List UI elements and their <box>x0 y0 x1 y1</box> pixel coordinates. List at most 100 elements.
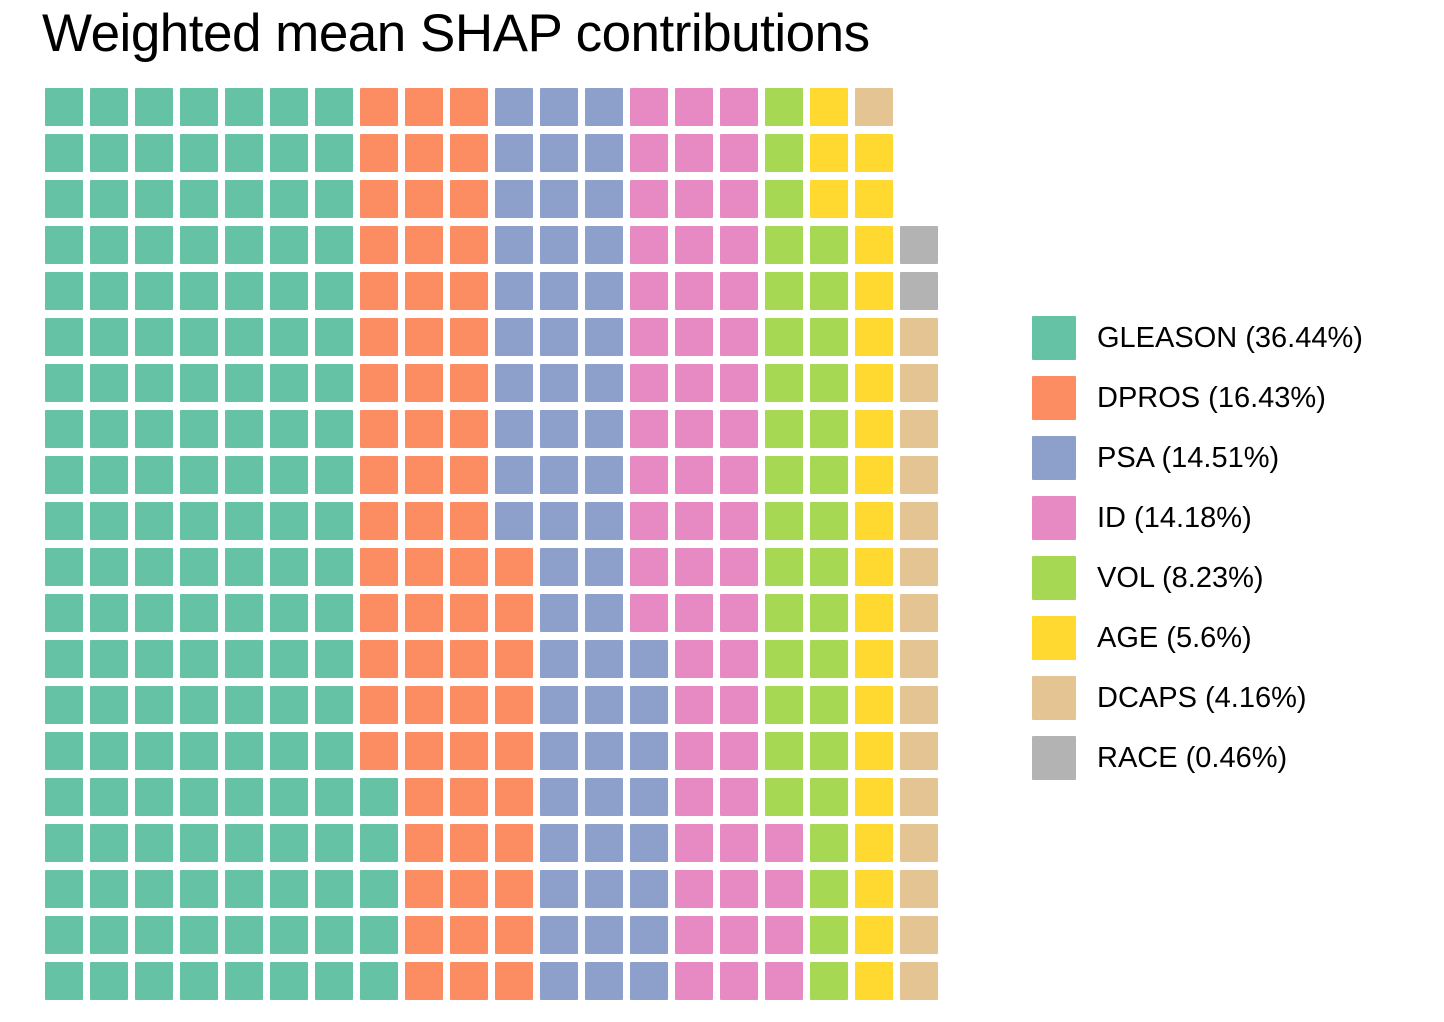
waffle-cell-psa <box>540 410 578 448</box>
waffle-cell-psa <box>585 962 623 1000</box>
waffle-cell-id <box>720 824 758 862</box>
waffle-cell-dcaps <box>900 548 938 586</box>
waffle-cell-dpros <box>450 594 488 632</box>
waffle-cell-id <box>765 962 803 1000</box>
waffle-cell-id <box>630 134 668 172</box>
waffle-cell-psa <box>630 778 668 816</box>
waffle-cell-psa <box>585 686 623 724</box>
waffle-cell-gleason <box>45 88 83 126</box>
waffle-cell-age <box>855 686 893 724</box>
waffle-cell-gleason <box>45 502 83 540</box>
waffle-cell-psa <box>585 456 623 494</box>
waffle-cell-dpros <box>360 548 398 586</box>
waffle-cell-id <box>630 410 668 448</box>
waffle-cell-gleason <box>225 640 263 678</box>
waffle-cell-dpros <box>495 870 533 908</box>
legend-label-age: AGE (5.6%) <box>1097 621 1252 654</box>
waffle-cell-gleason <box>270 640 308 678</box>
waffle-cell-gleason <box>135 364 173 402</box>
waffle-cell-dpros <box>360 502 398 540</box>
waffle-cell-id <box>675 916 713 954</box>
waffle-cell-vol <box>765 778 803 816</box>
waffle-cell-gleason <box>180 640 218 678</box>
legend-item-vol[interactable]: VOL (8.23%) <box>1032 548 1432 608</box>
waffle-cell-gleason <box>45 226 83 264</box>
waffle-cell-gleason <box>45 594 83 632</box>
waffle-cell-gleason <box>270 962 308 1000</box>
waffle-cell-dpros <box>495 594 533 632</box>
waffle-cell-psa <box>540 916 578 954</box>
waffle-cell-gleason <box>315 548 353 586</box>
waffle-cell-dpros <box>495 824 533 862</box>
waffle-cell-id <box>675 778 713 816</box>
waffle-cell-id <box>720 594 758 632</box>
waffle-cell-id <box>720 916 758 954</box>
waffle-cell-psa <box>585 870 623 908</box>
waffle-cell-gleason <box>135 410 173 448</box>
legend-item-dcaps[interactable]: DCAPS (4.16%) <box>1032 668 1432 728</box>
waffle-cell-gleason <box>180 594 218 632</box>
waffle-cell-id <box>675 226 713 264</box>
waffle-cell-gleason <box>225 410 263 448</box>
waffle-cell-gleason <box>180 272 218 310</box>
waffle-cell-dpros <box>495 686 533 724</box>
waffle-cell-race <box>900 272 938 310</box>
waffle-cell-gleason <box>315 962 353 1000</box>
waffle-cell-id <box>720 318 758 356</box>
waffle-cell-id <box>720 502 758 540</box>
waffle-cell-psa <box>585 226 623 264</box>
waffle-grid <box>45 88 955 1008</box>
legend-item-psa[interactable]: PSA (14.51%) <box>1032 428 1432 488</box>
waffle-cell-gleason <box>270 88 308 126</box>
legend-item-dpros[interactable]: DPROS (16.43%) <box>1032 368 1432 428</box>
waffle-cell-vol <box>765 272 803 310</box>
waffle-cell-gleason <box>90 778 128 816</box>
waffle-cell-dcaps <box>900 778 938 816</box>
waffle-cell-vol <box>765 502 803 540</box>
waffle-cell-dpros <box>360 594 398 632</box>
waffle-row <box>45 134 955 180</box>
waffle-cell-gleason <box>270 732 308 770</box>
waffle-cell-dpros <box>360 226 398 264</box>
waffle-cell-gleason <box>180 962 218 1000</box>
waffle-row <box>45 88 955 134</box>
waffle-cell-gleason <box>135 962 173 1000</box>
waffle-cell-psa <box>630 686 668 724</box>
waffle-cell-id <box>630 180 668 218</box>
waffle-cell-psa <box>540 962 578 1000</box>
waffle-row <box>45 272 955 318</box>
waffle-cell-gleason <box>225 502 263 540</box>
waffle-cell-vol <box>810 870 848 908</box>
waffle-row <box>45 640 955 686</box>
waffle-cell-dpros <box>450 824 488 862</box>
waffle-cell-gleason <box>180 318 218 356</box>
waffle-cell-gleason <box>135 226 173 264</box>
waffle-cell-gleason <box>270 502 308 540</box>
legend-item-id[interactable]: ID (14.18%) <box>1032 488 1432 548</box>
waffle-cell-id <box>720 180 758 218</box>
waffle-cell-age <box>855 502 893 540</box>
waffle-cell-gleason <box>360 778 398 816</box>
waffle-cell-psa <box>585 594 623 632</box>
legend-swatch-age <box>1032 616 1076 660</box>
waffle-cell-psa <box>585 502 623 540</box>
waffle-cell-dpros <box>450 548 488 586</box>
waffle-cell-gleason <box>225 272 263 310</box>
waffle-cell-dpros <box>405 870 443 908</box>
legend-item-age[interactable]: AGE (5.6%) <box>1032 608 1432 668</box>
waffle-cell-gleason <box>315 318 353 356</box>
waffle-cell-vol <box>810 686 848 724</box>
waffle-cell-psa <box>495 410 533 448</box>
legend-item-race[interactable]: RACE (0.46%) <box>1032 728 1432 788</box>
legend-swatch-dpros <box>1032 376 1076 420</box>
waffle-cell-gleason <box>270 870 308 908</box>
waffle-cell-gleason <box>45 134 83 172</box>
waffle-cell-gleason <box>225 456 263 494</box>
waffle-cell-dpros <box>495 732 533 770</box>
waffle-cell-gleason <box>135 134 173 172</box>
waffle-cell-age <box>855 318 893 356</box>
waffle-cell-vol <box>765 640 803 678</box>
waffle-cell-id <box>720 778 758 816</box>
legend-item-gleason[interactable]: GLEASON (36.44%) <box>1032 308 1432 368</box>
